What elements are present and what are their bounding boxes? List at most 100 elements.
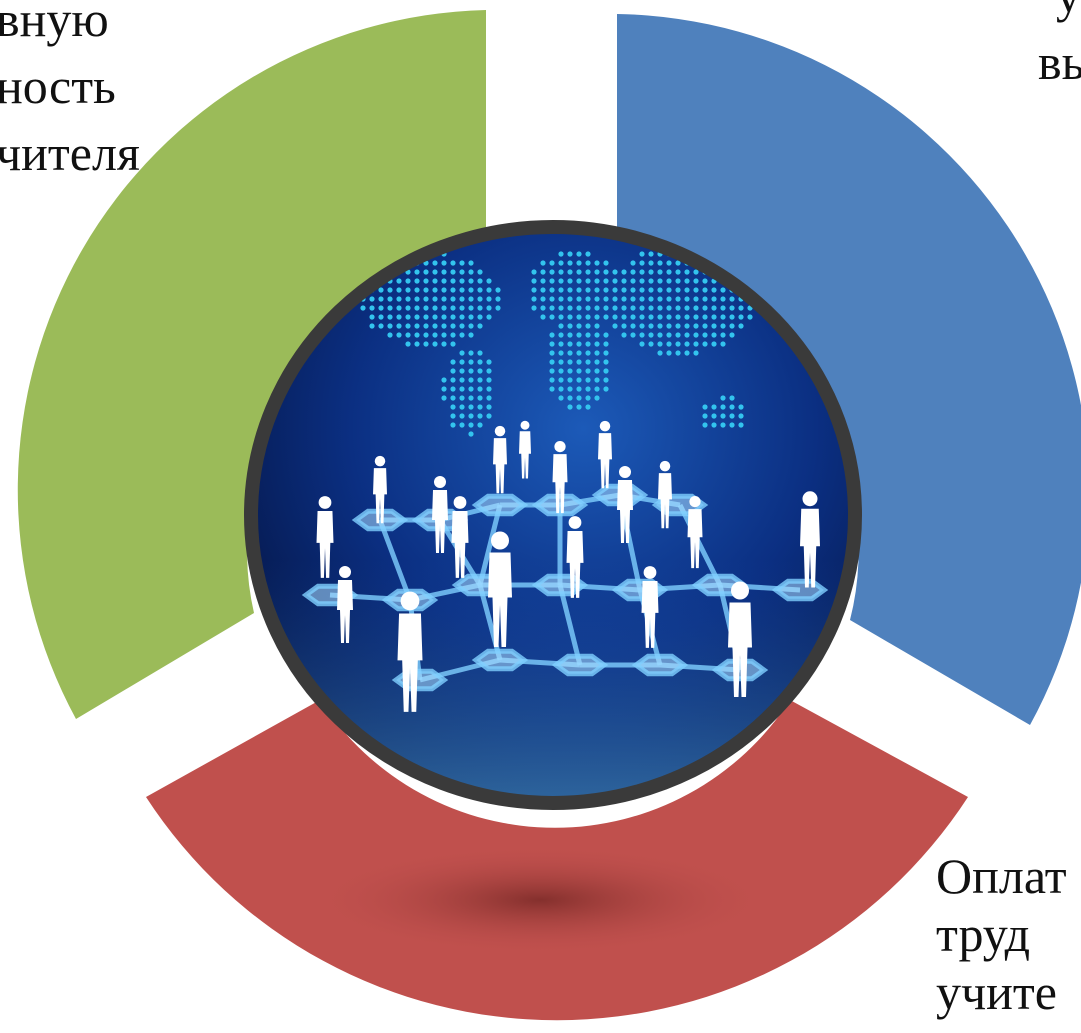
map-dot xyxy=(702,422,708,428)
map-dot xyxy=(630,269,636,275)
map-dot xyxy=(594,350,600,356)
network-link xyxy=(377,519,413,601)
map-dot xyxy=(558,314,564,320)
map-dot xyxy=(693,341,699,347)
map-dot xyxy=(576,296,582,302)
map-dot xyxy=(468,413,474,419)
map-dot xyxy=(729,422,735,428)
map-dot xyxy=(702,413,708,419)
map-dot xyxy=(648,332,654,338)
map-dot xyxy=(378,323,384,329)
map-dot xyxy=(711,296,717,302)
map-dot xyxy=(639,251,645,257)
map-dot xyxy=(720,323,726,329)
map-dot xyxy=(360,305,366,311)
map-dot xyxy=(450,332,456,338)
map-dot xyxy=(621,332,627,338)
map-dot xyxy=(450,260,456,266)
map-dot xyxy=(531,287,537,293)
map-dot xyxy=(711,413,717,419)
map-dot xyxy=(585,323,591,329)
map-dot xyxy=(594,269,600,275)
map-dot xyxy=(468,269,474,275)
map-dot xyxy=(549,305,555,311)
map-dot xyxy=(693,350,699,356)
map-dot xyxy=(648,260,654,266)
map-dot xyxy=(369,305,375,311)
map-dot xyxy=(477,296,483,302)
map-dot xyxy=(477,269,483,275)
map-dot xyxy=(441,323,447,329)
map-dot xyxy=(549,386,555,392)
map-dot xyxy=(441,395,447,401)
map-dot xyxy=(639,314,645,320)
map-dot xyxy=(432,314,438,320)
map-dot xyxy=(567,323,573,329)
map-dot xyxy=(432,332,438,338)
map-dot xyxy=(702,341,708,347)
map-dot xyxy=(594,359,600,365)
network-node xyxy=(771,578,829,602)
map-dot xyxy=(594,395,600,401)
map-dot xyxy=(441,305,447,311)
map-dot xyxy=(549,296,555,302)
map-dot xyxy=(531,278,537,284)
map-dot xyxy=(477,359,483,365)
segment-red-label-line-2: труд xyxy=(936,906,1031,962)
map-dot xyxy=(486,404,492,410)
map-dot xyxy=(567,341,573,347)
map-dot xyxy=(612,287,618,293)
map-dot xyxy=(468,287,474,293)
segment-blue-label-line-2: вы xyxy=(1038,34,1081,90)
map-dot xyxy=(459,368,465,374)
map-dot xyxy=(459,350,465,356)
map-dot xyxy=(675,305,681,311)
map-dot xyxy=(603,278,609,284)
map-dot xyxy=(549,278,555,284)
map-dot xyxy=(468,332,474,338)
map-dot xyxy=(441,269,447,275)
map-dot xyxy=(657,278,663,284)
map-dot xyxy=(423,332,429,338)
map-dot xyxy=(405,341,411,347)
map-dot xyxy=(450,422,456,428)
map-dot xyxy=(558,260,564,266)
map-dot xyxy=(603,368,609,374)
map-dot xyxy=(486,278,492,284)
map-dot xyxy=(477,422,483,428)
map-dot xyxy=(558,350,564,356)
map-dot xyxy=(639,287,645,293)
map-dot xyxy=(594,377,600,383)
map-dot xyxy=(423,305,429,311)
map-dot xyxy=(711,404,717,410)
map-dot xyxy=(387,305,393,311)
map-dot xyxy=(486,359,492,365)
map-dot xyxy=(414,341,420,347)
map-dot xyxy=(441,314,447,320)
map-dot xyxy=(414,287,420,293)
map-dot xyxy=(630,332,636,338)
map-dot xyxy=(495,296,501,302)
map-dot xyxy=(630,296,636,302)
map-dot xyxy=(549,368,555,374)
map-dot xyxy=(558,278,564,284)
map-dot xyxy=(423,341,429,347)
map-dot xyxy=(576,341,582,347)
map-dot xyxy=(603,296,609,302)
map-dot xyxy=(396,323,402,329)
map-dot xyxy=(450,305,456,311)
map-dot xyxy=(603,287,609,293)
map-dot xyxy=(441,386,447,392)
network-link xyxy=(477,584,503,661)
map-dot xyxy=(738,314,744,320)
map-dot xyxy=(423,314,429,320)
map-dot xyxy=(648,341,654,347)
segment-red-label-line-3: учите xyxy=(936,964,1057,1020)
map-dot xyxy=(729,314,735,320)
map-dot xyxy=(702,278,708,284)
map-dot xyxy=(423,296,429,302)
map-dot xyxy=(567,305,573,311)
map-dot xyxy=(531,305,537,311)
map-dot xyxy=(675,332,681,338)
map-dot xyxy=(549,341,555,347)
